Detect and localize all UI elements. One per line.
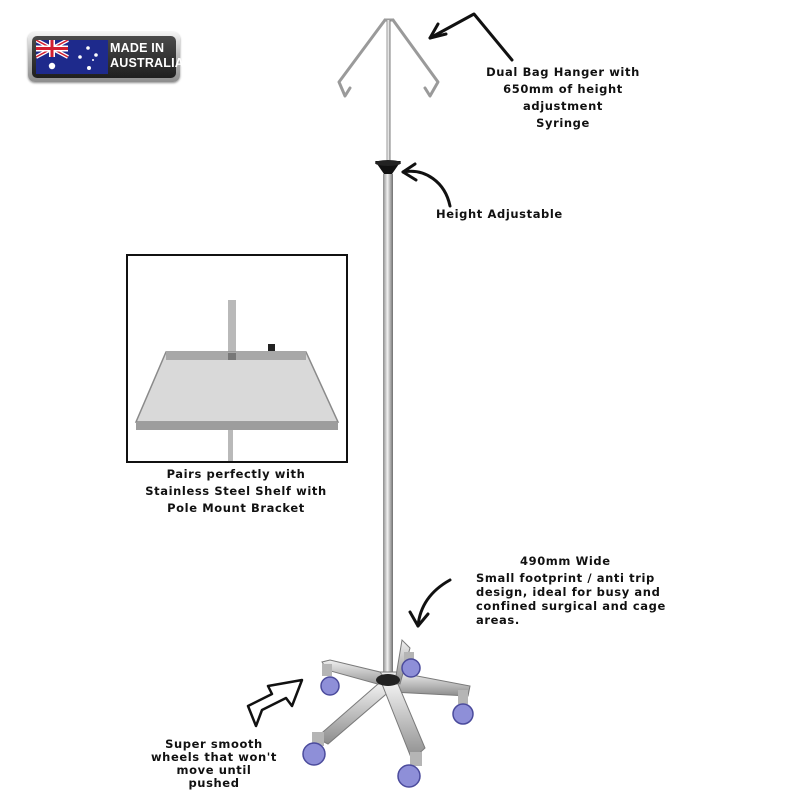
arrow-to-base <box>408 578 452 628</box>
base-callout-line-1: Small footprint / anti trip <box>476 571 655 585</box>
base-callout-line-4: areas. <box>476 613 520 627</box>
base-callout-line-3: confined surgical and cage <box>476 599 666 613</box>
australian-flag-icon <box>36 40 108 74</box>
base-hub <box>376 674 400 686</box>
shelf-callout: Pairs perfectly with Stainless Steel She… <box>128 466 344 517</box>
badge-text: MADE IN AUSTRALIA <box>110 41 185 71</box>
caster-wheels <box>302 652 474 788</box>
five-star-base <box>315 638 471 761</box>
shelf-callout-line-1: Pairs perfectly with <box>166 467 306 481</box>
badge-line-2: AUSTRALIA <box>110 56 185 70</box>
wheels-callout: Super smooth wheels that won't move unti… <box>150 738 278 790</box>
base-width-label: 490mm Wide <box>520 554 611 568</box>
badge-line-1: MADE IN <box>110 41 165 55</box>
base-callout: Small footprint / anti trip design, idea… <box>476 571 676 627</box>
shelf-callout-line-2: Stainless Steel Shelf with <box>145 484 327 498</box>
shelf-bracket-knob <box>268 344 275 351</box>
hanger-callout: Dual Bag Hanger with 650mm of height adj… <box>468 64 658 132</box>
shelf-callout-line-3: Pole Mount Bracket <box>167 501 305 515</box>
stainless-shelf-illustration <box>134 300 340 461</box>
shelf-inset-image <box>126 254 348 463</box>
made-in-australia-badge: MADE IN AUSTRALIA <box>28 32 185 82</box>
height-callout: Height Adjustable <box>436 207 563 221</box>
hanger-callout-line-3: adjustment <box>523 99 603 113</box>
hanger-callout-line-2: 650mm of height <box>503 82 623 96</box>
wheels-callout-line-1: Super smooth <box>165 737 263 751</box>
arrow-to-knob <box>401 162 452 208</box>
hanger-callout-line-1: Dual Bag Hanger with <box>486 65 640 79</box>
upper-rod <box>386 20 391 170</box>
main-pole <box>383 174 393 678</box>
hanger-callout-line-4: Syringe <box>536 116 590 130</box>
wheels-callout-line-3: move until pushed <box>176 763 252 790</box>
base-callout-line-2: design, ideal for busy and <box>476 585 661 599</box>
wheels-callout-line-2: wheels that won't <box>150 750 278 764</box>
arrow-to-hanger <box>428 12 514 62</box>
wheel-direction-arrow <box>246 678 304 728</box>
